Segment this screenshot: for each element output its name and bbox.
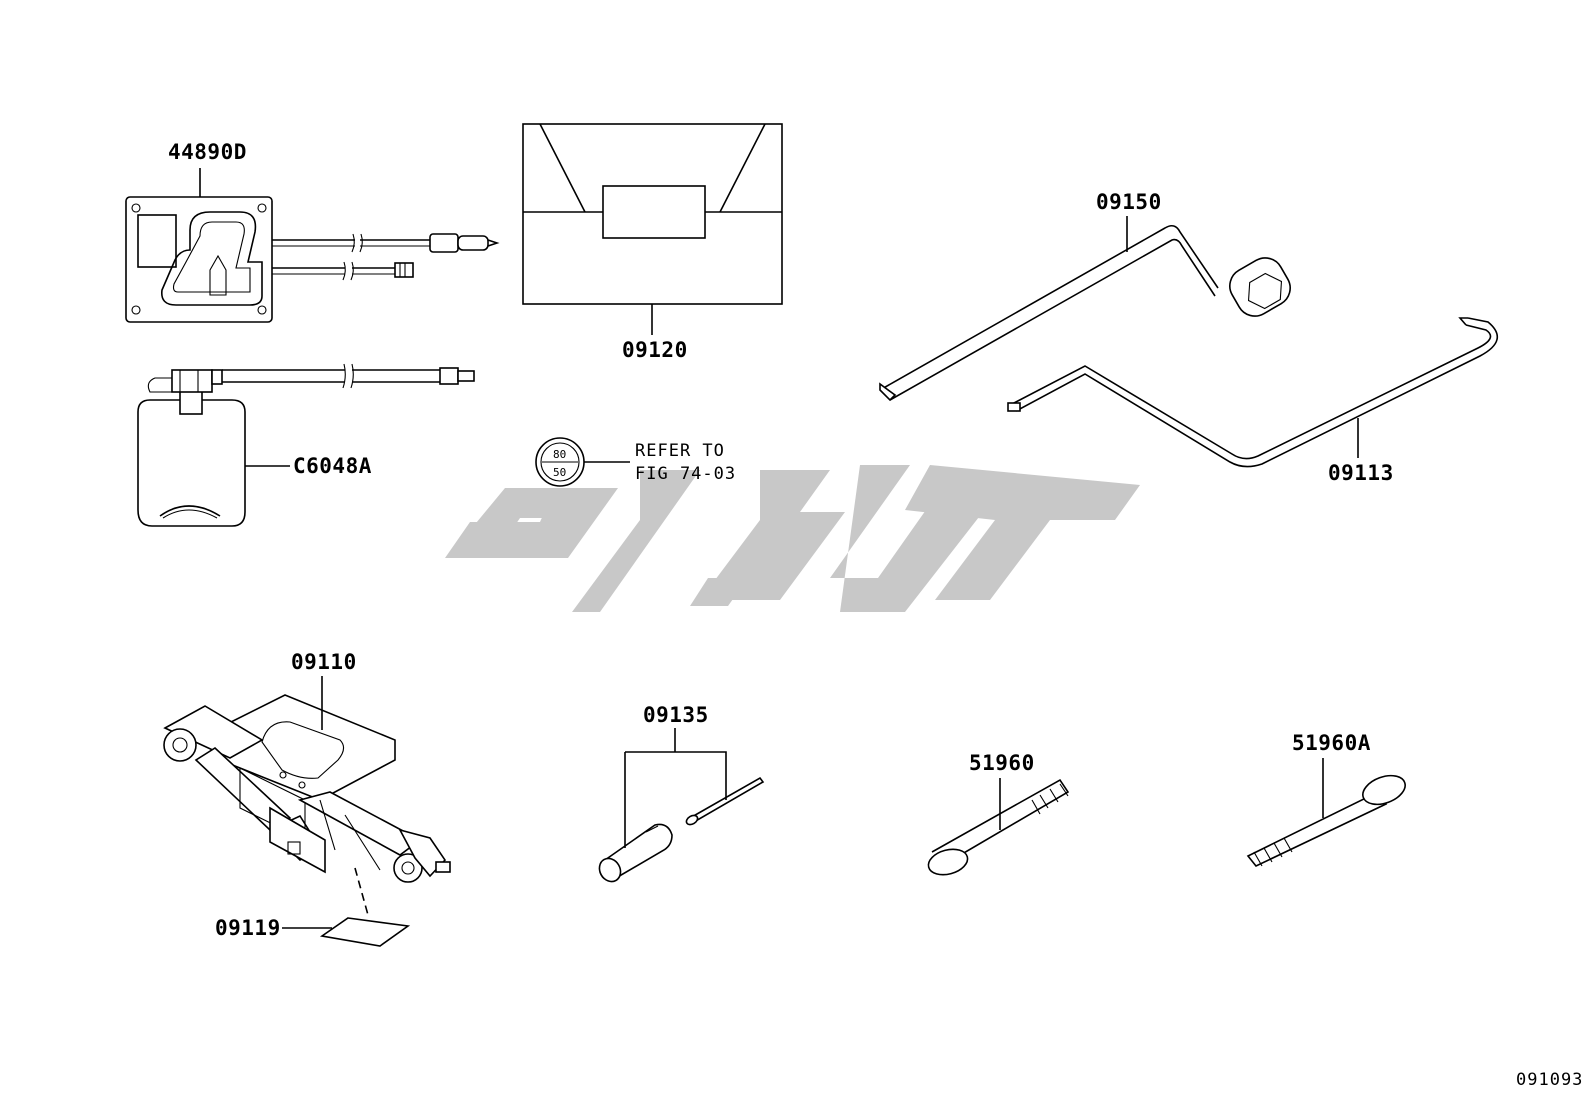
figure-id: 091093 [1516, 1070, 1583, 1090]
part-label-09135: 09135 [643, 703, 709, 727]
jack-handle-illustration [1007, 317, 1498, 468]
refer-text-line2: FIG 74-03 [635, 464, 736, 484]
refer-badge-bottom: 50 [553, 466, 566, 479]
part-label-51960A: 51960A [1292, 731, 1371, 755]
part-label-44890D: 44890D [168, 140, 247, 164]
refer-badge: 80 50 [535, 437, 585, 487]
part-label-C6048A: C6048A [293, 454, 372, 478]
lug-wrench-illustration [879, 224, 1291, 402]
tool-51960-illustration [927, 778, 1070, 876]
part-label-09119: 09119 [215, 916, 281, 940]
compressor-panel-illustration [125, 196, 500, 323]
part-label-51960: 51960 [969, 751, 1035, 775]
refer-badge-top: 80 [553, 448, 566, 461]
sealant-bottle-illustration [137, 363, 475, 527]
watermark-logo [445, 465, 1140, 612]
part-label-09110: 09110 [291, 650, 357, 674]
refer-text-line1: REFER TO [635, 441, 725, 461]
tool-bag-illustration [522, 123, 783, 305]
plug-tool-illustration [598, 776, 765, 883]
part-label-09120: 09120 [622, 338, 688, 362]
part-label-09150: 09150 [1096, 190, 1162, 214]
scissor-jack-illustration [163, 694, 451, 883]
tool-51960A-illustration [1246, 774, 1406, 867]
part-label-09113: 09113 [1328, 461, 1394, 485]
